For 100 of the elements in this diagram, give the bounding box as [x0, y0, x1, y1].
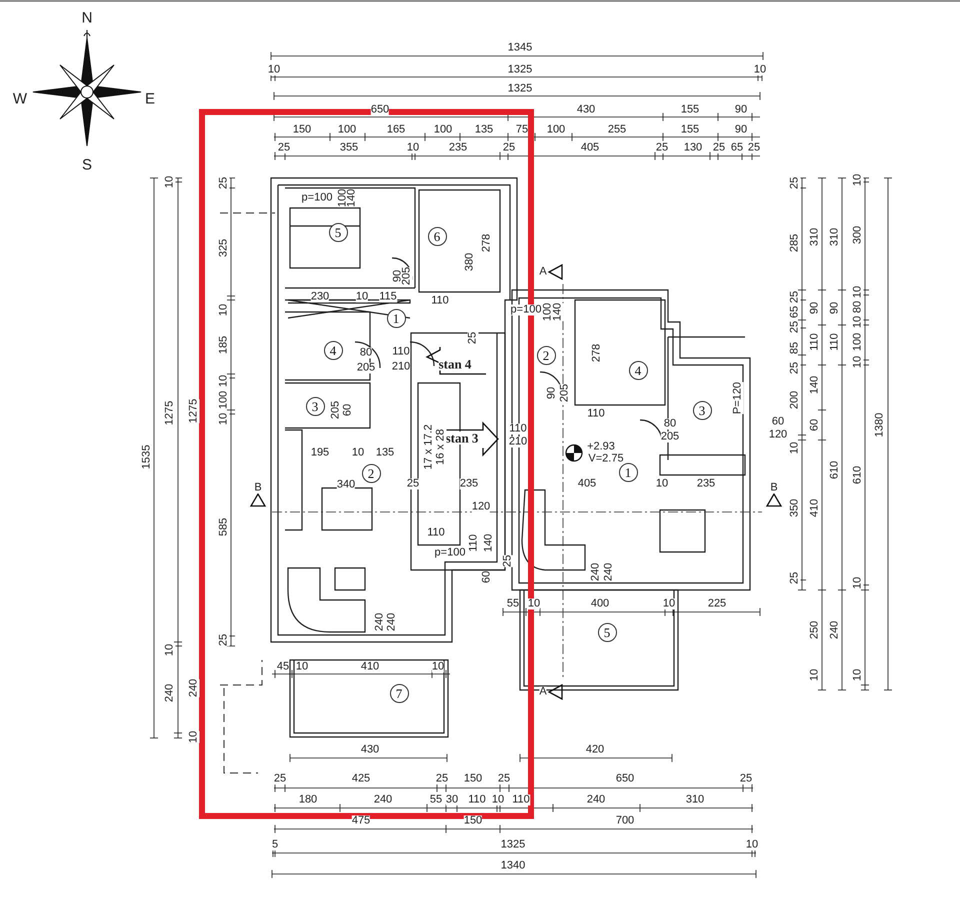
dimension-text: 165 — [386, 124, 406, 136]
dimension-text: 25 — [790, 290, 800, 304]
dimension-text: 75 — [516, 124, 528, 136]
room-number: 6 — [428, 226, 446, 246]
section-label: A — [539, 686, 547, 698]
dimension-text: 110 — [509, 424, 527, 434]
dimension-text: 80 — [852, 300, 864, 314]
dimension-text: 10 — [852, 316, 864, 328]
dimension-text: 240 — [374, 612, 386, 632]
dimension-text: 325 — [218, 238, 230, 258]
dimension-text: 205 — [402, 266, 412, 286]
dimension-text: 230 — [310, 292, 330, 302]
dimension-text: 10 — [218, 304, 230, 316]
dimension-text: 700 — [616, 816, 634, 826]
dimension-text: 10 — [662, 598, 676, 610]
dimension-text: V=2.75 — [588, 454, 624, 464]
dimension-text: 310 — [686, 794, 704, 806]
dimension-text: 410 — [360, 662, 380, 672]
dimension-text: 205 — [660, 432, 680, 442]
room-number: 2 — [536, 346, 556, 364]
dimension-text: 25 — [278, 142, 290, 154]
dimension-text: 10 — [352, 448, 364, 458]
dimension-text: 400 — [590, 598, 610, 610]
dimension-text: 130 — [684, 142, 702, 154]
dimension-text: 10 — [164, 644, 176, 656]
dimension-text: 10 — [746, 840, 758, 850]
dimension-text: 10 — [528, 598, 540, 610]
dimension-text: 30 — [446, 794, 458, 806]
dimension-text: 140 — [346, 188, 358, 208]
dimension-text: 110 — [512, 794, 530, 806]
dimension-text: 185 — [218, 336, 230, 354]
dimension-text: 235 — [696, 478, 716, 490]
dimension-text: 10 — [754, 64, 766, 76]
dimension-text: 240 — [188, 678, 200, 698]
dimension-text: 240 — [374, 794, 392, 806]
dimension-text: 25 — [790, 176, 800, 190]
dimension-text: 65 — [730, 142, 744, 154]
room-number: 5 — [328, 222, 348, 242]
dimension-text: 120 — [472, 502, 490, 512]
dimension-text: 45 — [276, 662, 290, 672]
dimension-text: 200 — [790, 390, 800, 410]
dimension-text: 255 — [608, 124, 626, 136]
unit-label: stan 3 — [446, 432, 478, 444]
dimension-text: 135 — [474, 124, 494, 136]
compass-letter: W — [12, 92, 28, 106]
dimension-text: 425 — [352, 774, 370, 784]
dimension-text: 355 — [340, 142, 358, 154]
dimension-text: 120 — [768, 430, 788, 440]
dimension-text: 240 — [590, 562, 602, 582]
dimension-text: 5 — [272, 840, 278, 850]
dimension-text: 60 — [810, 418, 820, 432]
dimension-text: 110 — [392, 346, 410, 358]
dimension-text: 110 — [431, 296, 449, 306]
dimension-text: 1340 — [500, 860, 526, 872]
dimension-text: 110 — [810, 333, 820, 351]
dimension-text: 25 — [790, 362, 800, 374]
dimension-text: 10 — [268, 64, 280, 76]
dimension-text: 140 — [552, 302, 564, 322]
room-number: 3 — [306, 396, 324, 416]
dimension-text: 140 — [484, 534, 494, 552]
dimension-text: 380 — [464, 252, 476, 272]
dimension-text: 310 — [810, 228, 820, 246]
dimension-text: 100 — [542, 302, 554, 322]
dimension-text: 1275 — [164, 400, 176, 426]
compass-letter: N — [82, 10, 92, 26]
dimension-text: 17 x 17.2 — [424, 424, 434, 470]
dimension-text: 240 — [830, 620, 840, 640]
dimension-text: 340 — [336, 480, 356, 490]
section-label: B — [254, 482, 262, 494]
dimension-text: 10 — [852, 174, 864, 186]
section-label: B — [770, 482, 778, 494]
dimension-text: 25 — [502, 554, 514, 568]
dimension-text: 90 — [546, 386, 558, 400]
dimension-text: 25 — [740, 774, 752, 784]
dimension-text: 140 — [810, 376, 820, 394]
dimension-text: 410 — [810, 498, 820, 518]
dimension-text: 90 — [810, 302, 820, 314]
dimension-text: 10 — [852, 356, 864, 368]
dimension-text: 195 — [310, 448, 330, 458]
dimension-text: 25 — [502, 142, 516, 154]
room-number: 5 — [598, 622, 616, 642]
dimension-text: 16 x 28 — [436, 428, 446, 466]
dimension-text: 1535 — [142, 444, 152, 470]
room-number: 1 — [386, 308, 406, 328]
compass-letter: E — [145, 92, 155, 106]
dimension-text: 10 — [218, 412, 230, 426]
room-number: 3 — [692, 400, 712, 420]
compass-letter: S — [82, 158, 92, 172]
dimension-text: 110 — [468, 794, 486, 806]
dimension-text: 240 — [586, 794, 606, 806]
dimension-text: 10 — [810, 668, 820, 682]
dimension-text: 1380 — [874, 412, 886, 438]
dimension-text: 278 — [482, 234, 492, 252]
dimension-text: 1275 — [188, 398, 200, 424]
dimension-text: 585 — [218, 518, 230, 536]
dimension-text: 110 — [427, 528, 445, 538]
dimension-text: 610 — [830, 460, 840, 480]
dimension-text: 60 — [482, 570, 492, 584]
dimension-text: 10 — [356, 292, 368, 302]
dimension-text: +2.93 — [587, 442, 615, 452]
